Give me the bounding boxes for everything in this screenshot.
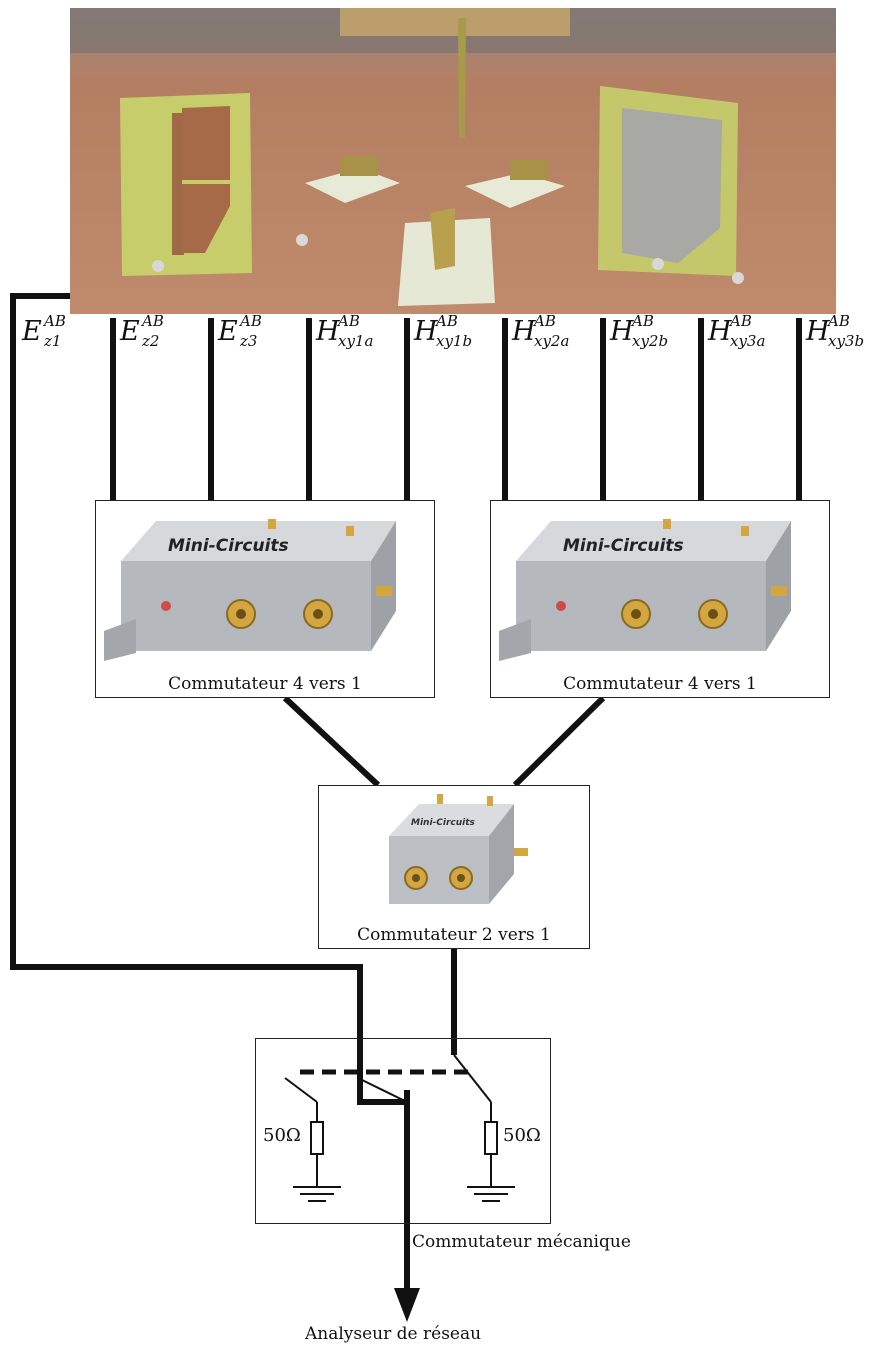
- mech-switch-label: Commutateur mécanique: [412, 1232, 631, 1252]
- switch4b-brand: Mini-Circuits: [563, 536, 684, 556]
- switch4a-brand: Mini-Circuits: [168, 536, 289, 556]
- output-label: Analyseur de réseau: [305, 1324, 482, 1344]
- mech-switch-box: [255, 1038, 551, 1224]
- switch2-brand: Mini-Circuits: [411, 818, 475, 828]
- switch4b-device-icon: [499, 519, 791, 661]
- left-antenna: [120, 93, 252, 276]
- cable-switch4a-to-switch2: [282, 695, 381, 788]
- output-arrow: [394, 1288, 420, 1322]
- setup-photo: [70, 8, 836, 314]
- load-left-label: 50Ω: [263, 1125, 301, 1146]
- center-probes: [305, 18, 565, 306]
- cable-switch4b-to-switch2: [512, 695, 606, 788]
- switch4b-box: Mini-Circuits Commutateur 4 vers 1: [490, 500, 830, 698]
- switch4a-device-icon: [104, 519, 396, 661]
- switch4a-box: Mini-Circuits Commutateur 4 vers 1: [95, 500, 435, 698]
- switch2-device-icon: [389, 794, 528, 904]
- setup-photo-drawing: [70, 8, 836, 314]
- mech-switch-schematic: [284, 1054, 515, 1202]
- ez1-cable: [10, 293, 407, 1105]
- right-antenna: [598, 86, 738, 276]
- load-right-label: 50Ω: [503, 1125, 541, 1146]
- switch4a-label: Commutateur 4 vers 1: [168, 674, 362, 694]
- probe-cables: [110, 318, 802, 500]
- switch4b-label: Commutateur 4 vers 1: [563, 674, 757, 694]
- switch2-label: Commutateur 2 vers 1: [357, 925, 551, 945]
- switch2-box: Mini-Circuits Commutateur 2 vers 1: [318, 785, 590, 949]
